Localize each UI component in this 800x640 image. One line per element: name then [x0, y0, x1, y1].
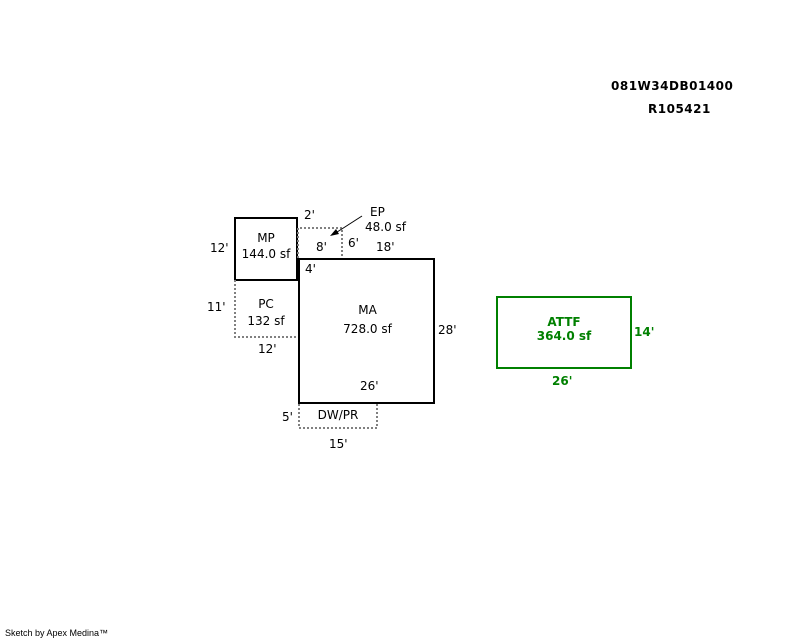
dwpr-dim-bottom: 15'	[329, 437, 348, 451]
ep-outline	[297, 227, 343, 258]
ma-code: MA	[358, 303, 377, 317]
dwpr-dim-left: 5'	[282, 410, 293, 424]
mp-area: 144.0 sf	[241, 247, 291, 261]
attf-area: 364.0 sf	[536, 329, 592, 343]
ma-outline	[298, 258, 435, 404]
ma-dim-bottom: 26'	[360, 379, 379, 393]
mp-code: MP	[257, 231, 275, 245]
account-id: R105421	[648, 102, 711, 116]
attf-dim-right: 14'	[634, 325, 655, 339]
pc-outline	[234, 280, 298, 338]
dwpr-code: DW/PR	[317, 408, 359, 422]
pc-code: PC	[258, 297, 274, 311]
pc-dim-left: 11'	[207, 300, 226, 314]
parcel-id: 081W34DB01400	[611, 79, 734, 93]
ma-dim-top: 18'	[376, 240, 395, 254]
attf-outline	[496, 296, 632, 369]
ep-area: 48.0 sf	[365, 220, 407, 234]
attf-code: ATTF	[547, 315, 581, 329]
pc-area: 132 sf	[247, 314, 285, 328]
ep-dim-width: 8'	[316, 240, 327, 254]
mp-dim-left: 12'	[210, 241, 229, 255]
ma-area: 728.0 sf	[343, 322, 392, 336]
ep-arrow-head	[330, 229, 339, 236]
ep-dim-side: 6'	[348, 236, 359, 250]
ep-dim-top: 2'	[304, 208, 315, 222]
attf-dim-bottom: 26'	[552, 374, 573, 388]
ma-dim-notch: 4'	[305, 262, 316, 276]
ep-code: EP	[370, 205, 385, 219]
ep-leader-line	[333, 215, 363, 235]
dwpr-outline	[298, 404, 378, 429]
ma-dim-right: 28'	[438, 323, 457, 337]
sketch-credit: Sketch by Apex Medina™	[5, 628, 109, 638]
pc-dim-bottom: 12'	[258, 342, 277, 356]
